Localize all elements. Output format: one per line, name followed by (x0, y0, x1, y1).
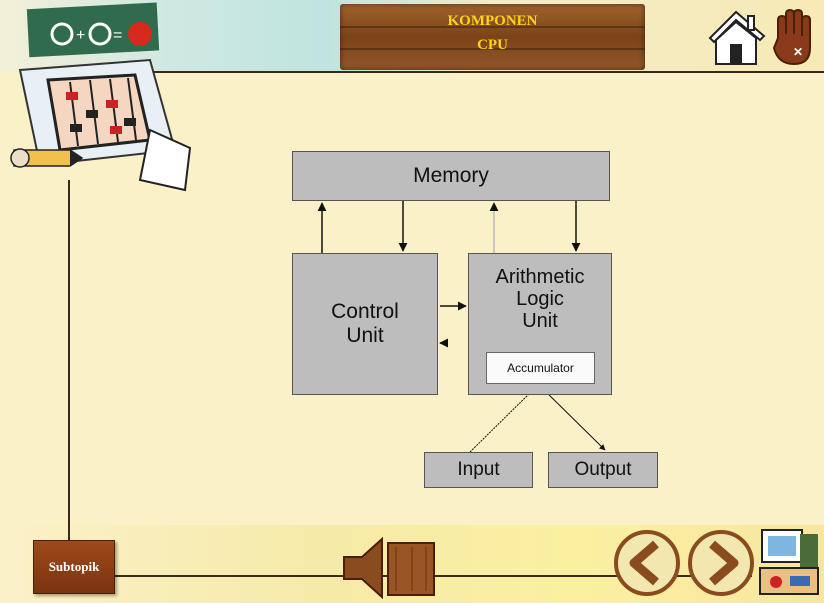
subtopik-button[interactable]: Subtopik (33, 540, 115, 594)
input-block: Input (424, 452, 533, 488)
house-icon[interactable] (706, 8, 768, 66)
page-title-line1: KOMPONEN (447, 13, 538, 29)
computer-desk-icon (759, 529, 819, 595)
hand-exit-icon[interactable]: ✕ (770, 8, 818, 66)
clipart-collage: + = (10, 2, 192, 192)
title-plank (340, 4, 645, 70)
svg-text:✕: ✕ (793, 45, 803, 59)
svg-text:+: + (76, 27, 85, 44)
alu-label: Arithmetic Logic Unit (495, 266, 585, 332)
output-label: Output (574, 459, 632, 480)
chevron-right-icon[interactable] (686, 528, 756, 598)
chevron-left-icon[interactable] (612, 528, 682, 598)
header-divider (150, 71, 824, 73)
pencil-icon (10, 148, 84, 168)
output-block: Output (548, 452, 658, 488)
accumulator-block: Accumulator (486, 352, 595, 384)
page-title-line2: CPU (477, 37, 508, 53)
left-vertical-line (68, 180, 70, 550)
speaker-icon[interactable] (340, 535, 440, 601)
abacus-icon (18, 58, 192, 192)
arrow-input-to-alu (469, 387, 536, 453)
control-unit-block: Control Unit (292, 253, 438, 395)
input-label: Input (457, 459, 500, 480)
control-unit-label: Control Unit (331, 300, 399, 347)
svg-text:=: = (113, 27, 122, 44)
memory-label: Memory (413, 164, 489, 187)
memory-block: Memory (292, 151, 610, 201)
arrow-alu-to-output (539, 385, 606, 451)
apple-icon: + = (26, 2, 160, 58)
